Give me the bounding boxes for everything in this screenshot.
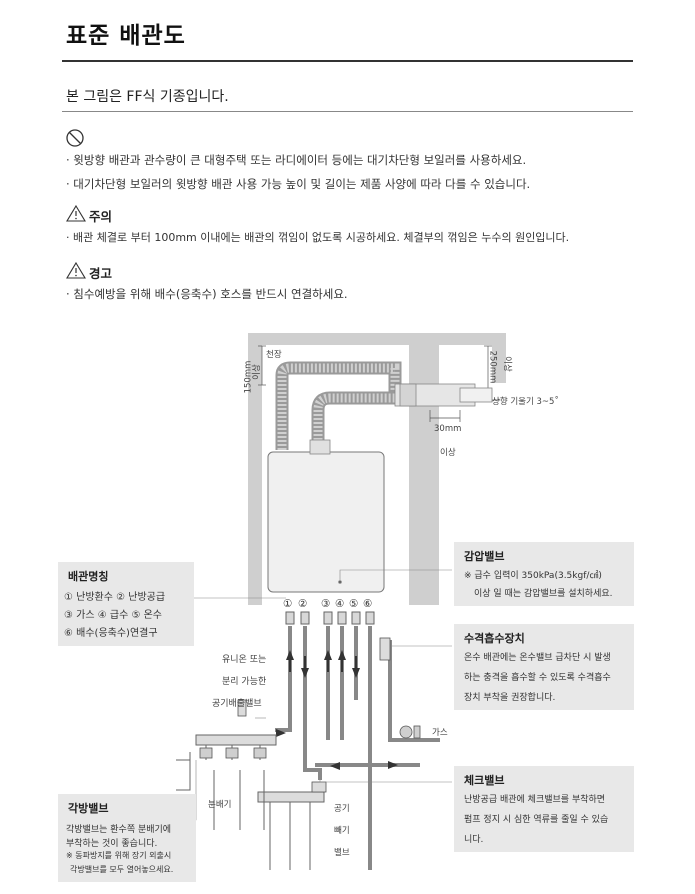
shock-absorber-line-1: 온수 배관에는 온수밸브 급차단 시 발생 [464,653,611,663]
air-vent-label-1: 공기 [334,804,350,814]
distributor-label: 분배기 [208,800,232,810]
check-valve-line-2: 펌프 정지 시 심한 역류를 줄일 수 있습 [464,815,609,825]
port-1: ① [283,598,293,610]
caution-line: · 배관 체결로 부터 100mm 이내에는 배관의 꺾임이 없도록 시공하세요… [66,231,570,244]
title-divider [62,60,633,62]
pressure-valve-box: 감압밸브 ※ 급수 입력이 350kPa(3.5kgf/㎠) 이상 일 때는 감… [454,542,634,606]
pipe-names-heading: 배관명칭 [68,570,109,583]
subtitle-divider [62,111,633,112]
prohibition-line-2: · 대기차단형 보일러의 윗방향 배관 사용 가능 높이 및 길이는 제품 사양… [66,177,531,191]
union-label-1: 유니온 또는 [222,655,267,665]
shock-absorber-line-3: 장치 부착을 권장합니다. [464,693,556,703]
leader-lines [186,569,452,821]
gas-label: 가스 [432,728,448,738]
port-5: ⑤ [349,598,359,610]
check-valve-line-1: 난방공급 배관에 체크밸브를 부착하면 [464,795,606,805]
union-label-2: 분리 가능한 [222,677,267,687]
boiler-body [267,451,385,593]
caution-triangle-icon [66,204,86,222]
air-bleed-valve [237,699,247,717]
shock-absorber-heading: 수격흡수장치 [464,632,525,645]
zone-valve-line-1: 각방밸브는 환수쪽 분배기에 [66,825,172,835]
union-label-3: 공기배출밸브 [212,699,262,709]
slope-label: 상향 기울기 3~5˚ [492,397,559,407]
right-dimension-sub: 이상 [501,356,512,372]
warning-heading: 경고 [89,266,113,281]
pressure-valve-heading: 감압밸브 [464,550,505,563]
port-6: ⑥ [363,598,373,610]
pressure-valve-line-1: ※ 급수 입력이 350kPa(3.5kgf/㎠) [464,571,602,581]
flue-collar [309,439,331,455]
flue-duct [275,361,493,450]
pipe-names-row-2: ③ 가스 ④ 급수 ⑤ 온수 [64,610,162,621]
port-2: ② [298,598,308,610]
port-4: ④ [335,598,345,610]
zone-valve-line-2: 부착하는 것이 좋습니다. [66,839,158,849]
gas-valve [399,725,421,739]
shock-absorber [379,637,391,661]
prohibition-line-1: · 윗방향 배관과 관수량이 큰 대형주택 또는 라디에이터 등에는 대기차단형… [66,153,527,167]
prohibition-icon [66,129,84,147]
ceiling-label: 천장 [266,350,282,360]
gap-dimension-value: 30mm [434,424,462,434]
gap-dimension-sub: 이상 [440,448,456,458]
zone-valves [199,747,267,759]
check-valve-box: 체크밸브 난방공급 배관에 체크밸브를 부착하면 펌프 정지 시 심한 역류를 … [454,766,634,852]
pipe-names-row-3: ⑥ 배수(응축수)연결구 [64,628,158,639]
check-valve-line-3: 니다. [464,835,484,845]
zone-valve-line-4: 각방밸브를 모두 열어놓으세요. [70,865,174,874]
right-dimension-value: 250mm [487,350,498,384]
distributor [176,734,325,870]
flow-arrows [276,650,398,770]
pipe-names-box: 배관명칭 ① 난방환수 ② 난방공급 ③ 가스 ④ 급수 ⑤ 온수 ⑥ 배수(응… [58,562,194,646]
zone-valve-line-3: ※ 동파방지를 위해 장기 외출시 [66,851,172,860]
check-valve-heading: 체크밸브 [464,774,505,787]
left-dimension-sub: 이상 [251,364,262,380]
shock-absorber-box: 수격흡수장치 온수 배관에는 온수밸브 급차단 시 발생 하는 충격을 흡수할 … [454,624,634,710]
caution-heading: 주의 [89,209,113,224]
pipe-names-row-1: ① 난방환수 ② 난방공급 [64,592,166,603]
zone-valve-heading: 각방밸브 [68,802,109,815]
port-3: ③ [321,598,331,610]
page-title: 표준 배관도 [66,23,186,49]
check-valve [311,781,327,793]
supply-return-pipes [275,626,440,870]
left-dimension [258,345,266,386]
air-vent-label-3: 밸브 [334,848,350,858]
port-pipes [285,611,375,625]
warning-triangle-icon [66,261,86,279]
pressure-valve-line-2: 이상 일 때는 감압밸브를 설치하세요. [474,589,613,599]
warning-line: · 침수예방을 위해 배수(응축수) 호스를 반드시 연결하세요. [66,287,348,301]
zone-valve-box: 각방밸브 각방밸브는 환수쪽 분배기에 부착하는 것이 좋습니다. ※ 동파방지… [58,794,196,882]
page-subtitle: 본 그림은 FF식 기종입니다. [66,89,229,105]
air-vent-label-2: 빼기 [334,826,350,836]
shock-absorber-line-2: 하는 충격을 흡수할 수 있도록 수격흡수 [464,673,611,683]
